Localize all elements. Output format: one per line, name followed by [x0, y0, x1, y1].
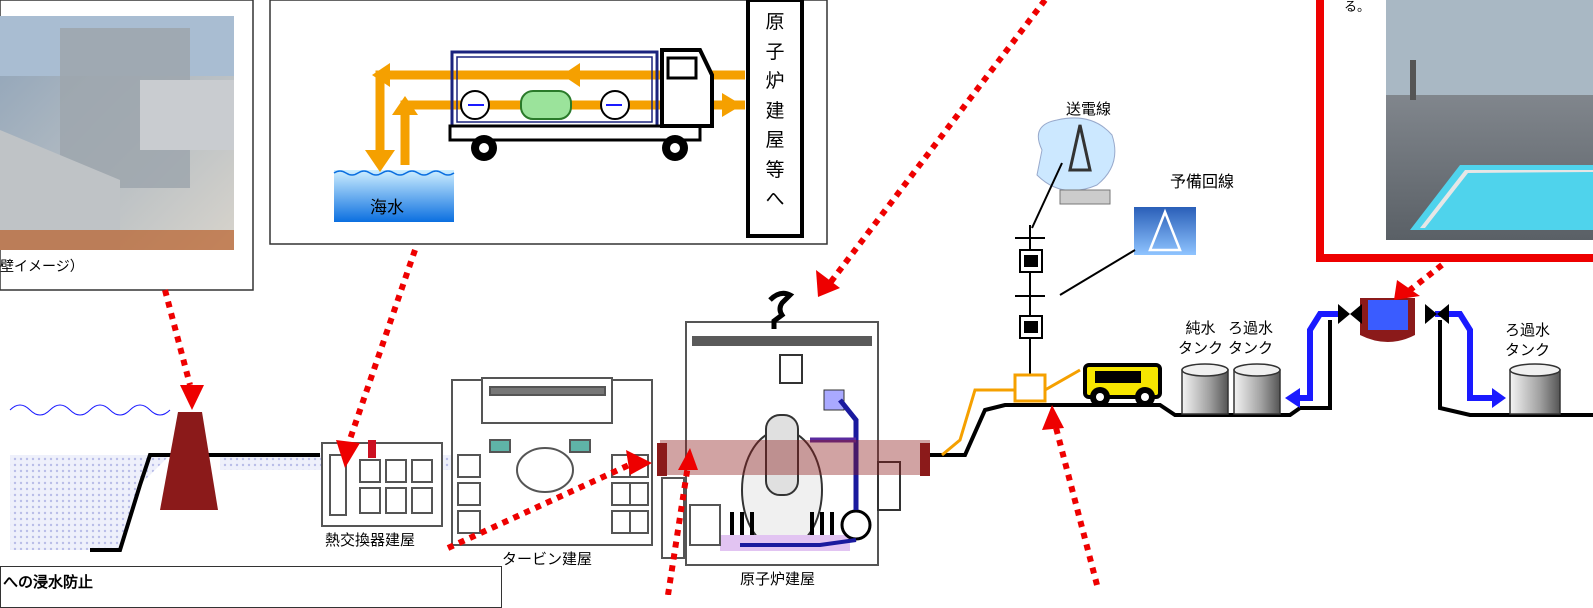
seawater-label: 海水	[370, 193, 404, 218]
seawall-shape	[160, 412, 218, 510]
mobile-water-tank	[1338, 298, 1449, 342]
seawall-photo-panel	[0, 0, 253, 290]
reactor-building-label: 原子炉建屋	[740, 568, 815, 589]
filtered-water-text: ろ過水	[1228, 318, 1273, 338]
pure-water-text: 純水	[1178, 318, 1223, 338]
filtered-water-tank-label: ろ過水 タンク	[1228, 318, 1273, 358]
flood-prevention-box: への浸水防止	[0, 566, 502, 608]
backup-line-label: 予備回線	[1170, 168, 1234, 192]
vertical-char: 等	[752, 156, 798, 186]
reactor-building-etc-vertical-text: 原 子 炉 建 屋 等 へ	[752, 8, 798, 215]
red-panel-top-text: る。	[1344, 0, 1370, 15]
water-pool-photo-panel	[1320, 0, 1593, 258]
vertical-char: 屋	[752, 126, 798, 156]
filtered-water-tank-right-label: ろ過水 タンク	[1505, 320, 1550, 360]
mobile-pump-panel	[270, 0, 827, 244]
turbine-building	[452, 378, 652, 545]
diagram-stage: 壁イメージ） 海水 原 子 炉 建 屋 等 へ る。 送電線 予備回線 純水 タ…	[0, 0, 1593, 595]
flood-prevention-title: への浸水防止	[3, 571, 93, 592]
water-tanks	[1182, 364, 1560, 414]
vertical-char: 原	[752, 8, 798, 38]
vertical-char: 建	[752, 97, 798, 127]
vertical-char: 子	[752, 38, 798, 68]
filtered-water-text: ろ過水	[1505, 320, 1550, 340]
tank-text: タンク	[1505, 340, 1550, 360]
heat-exchanger-building-label: 熱交換器建屋	[325, 529, 415, 550]
heat-exchanger-building	[322, 443, 442, 526]
power-supply-vehicle	[1085, 365, 1160, 407]
tank-text: タンク	[1228, 338, 1273, 358]
transmission-line-label: 送電線	[1066, 98, 1111, 119]
tank-text: タンク	[1178, 338, 1223, 358]
vertical-char: 炉	[752, 67, 798, 97]
turbine-building-label: タービン建屋	[502, 548, 592, 569]
pure-water-tank-label: 純水 タンク	[1178, 318, 1223, 358]
flood-barrier-band	[660, 440, 930, 475]
vertical-char: へ	[752, 185, 798, 215]
seawall-caption: 壁イメージ）	[0, 256, 84, 276]
